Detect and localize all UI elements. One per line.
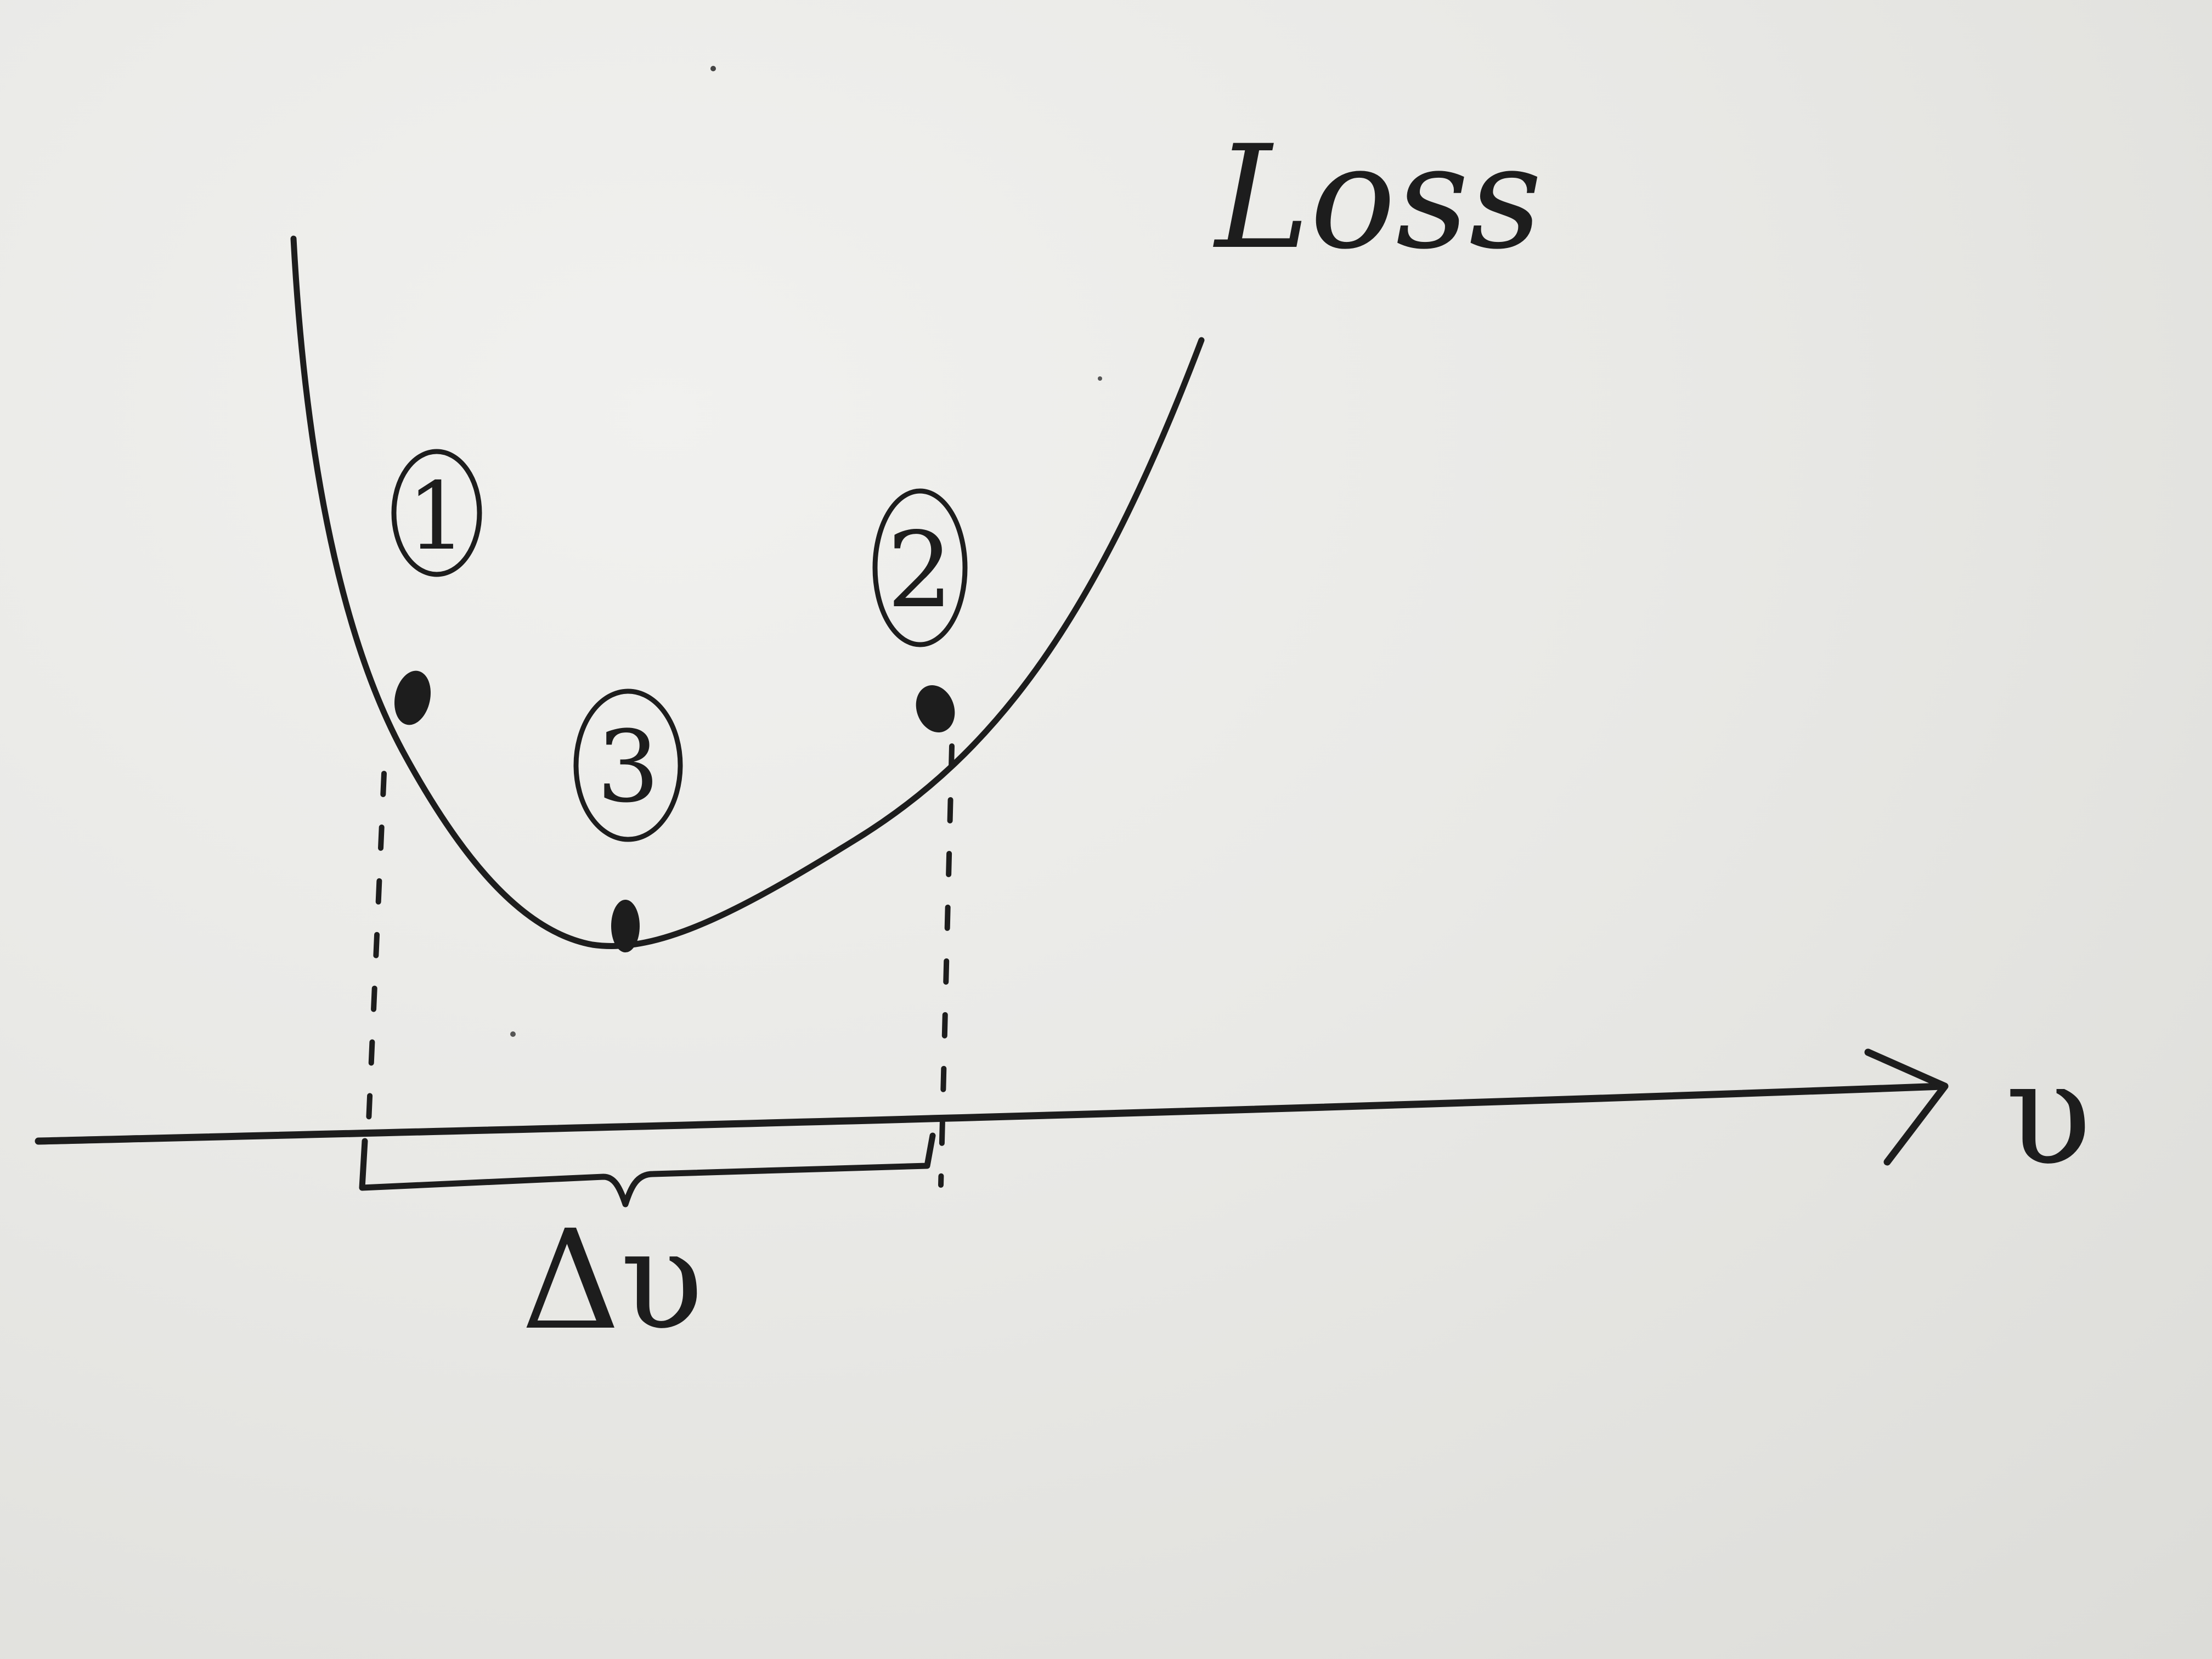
interval-brace: [359, 1132, 936, 1207]
curve-label: Loss: [1213, 115, 1542, 281]
x-axis-line: [35, 1082, 1946, 1145]
drop-line-left: [365, 771, 387, 1149]
point-3-label: 3: [597, 710, 660, 825]
point-3-marker: 3: [573, 689, 683, 842]
axis-label: υ: [2005, 1031, 2092, 1197]
loss-curve: [290, 235, 1205, 949]
point-3-dot: [611, 900, 640, 952]
ink-speck: [1098, 376, 1102, 381]
point-1-dot: [394, 670, 431, 725]
point-1-label: 1: [407, 462, 466, 571]
point-2-marker: 2: [872, 488, 968, 647]
x-axis-arrowhead: [1864, 1048, 1949, 1166]
interval-label: Δυ: [521, 1200, 704, 1360]
point-2-dot: [916, 685, 955, 732]
point-3-circle: [573, 689, 683, 842]
ink-speck: [510, 1031, 516, 1037]
point-2-circle: [872, 488, 968, 647]
drop-line-right: [938, 743, 955, 1188]
ink-speck: [710, 66, 716, 71]
point-2-label: 2: [887, 510, 953, 631]
point-1-circle: [391, 449, 482, 577]
point-1-marker: 1: [391, 449, 482, 577]
